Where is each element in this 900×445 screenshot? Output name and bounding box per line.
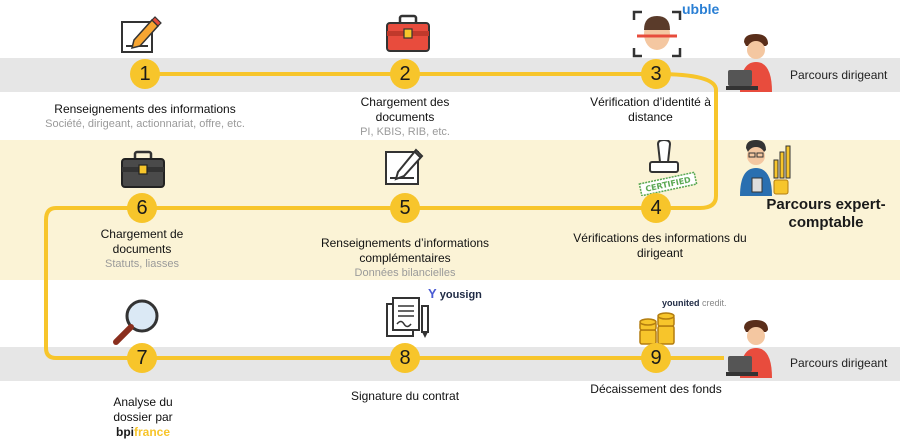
yousign-wordmark: yousign bbox=[439, 289, 482, 301]
step-title: Signature du contrat bbox=[350, 389, 460, 403]
coins-stack-icon bbox=[638, 310, 678, 351]
step-title: Chargement des documents bbox=[360, 95, 450, 124]
younited-logo: younited credit. bbox=[662, 298, 727, 308]
step-number-1: 1 bbox=[130, 59, 160, 89]
step-number-9: 9 bbox=[641, 343, 671, 373]
france-wordmark: france bbox=[133, 425, 171, 439]
bpifrance-logo: bpifrance bbox=[102, 425, 184, 440]
person-laptop-icon bbox=[726, 34, 780, 97]
step-subtitle: Société, dirigeant, actionnariat, offre,… bbox=[45, 118, 245, 130]
step-number-3: 3 bbox=[641, 59, 671, 89]
step-title: Chargement de documents bbox=[100, 227, 184, 256]
person-laptop-icon bbox=[726, 320, 780, 383]
step-subtitle: PI, KBIS, RIB, etc. bbox=[360, 126, 450, 138]
bpi-wordmark: bpi bbox=[115, 425, 134, 439]
yousign-mark: Y bbox=[428, 286, 437, 301]
edit-form-icon bbox=[120, 16, 162, 59]
step-label-8: Signature du contrat bbox=[330, 389, 480, 404]
contract-pen-icon bbox=[385, 296, 431, 345]
step-number-6: 6 bbox=[127, 193, 157, 223]
step-title: Vérification d’identité à distance bbox=[590, 95, 711, 124]
step-label-3: Vérification d’identité à distance bbox=[578, 95, 723, 125]
lane-label-top: Parcours dirigeant bbox=[790, 68, 888, 82]
certified-stamp-icon: CERTIFIED bbox=[636, 138, 698, 201]
step-number-7: 7 bbox=[127, 343, 157, 373]
step-number-8: 8 bbox=[390, 343, 420, 373]
step-title: Renseignements d’informations complément… bbox=[320, 236, 490, 265]
step-label-1: Renseignements des informations Société,… bbox=[25, 102, 265, 132]
edit-form-icon bbox=[384, 146, 426, 191]
toolbox-dark-icon bbox=[120, 150, 166, 195]
step-title: Renseignements des informations bbox=[54, 102, 236, 116]
step-title: Décaissement des fonds bbox=[590, 382, 722, 396]
younited-wordmark: younited bbox=[662, 298, 700, 308]
lane-label-middle: Parcours expert-comptable bbox=[766, 196, 886, 231]
step-subtitle: Données bilancielles bbox=[354, 267, 456, 279]
step-label-9: Décaissement des fonds bbox=[586, 382, 726, 397]
magnifier-icon bbox=[110, 298, 162, 351]
step-label-7: Analyse du dossier par bpifrance bbox=[102, 395, 184, 440]
lane-label-bottom: Parcours dirigeant bbox=[790, 356, 888, 370]
step-number-2: 2 bbox=[390, 59, 420, 89]
step-label-2: Chargement des documents PI, KBIS, RIB, … bbox=[345, 95, 465, 140]
ubble-logo: ubble bbox=[682, 1, 720, 17]
step-label-5: Renseignements d’informations complément… bbox=[310, 236, 500, 281]
accountant-icon bbox=[738, 140, 794, 201]
step-title: Vérifications des informations du dirige… bbox=[573, 231, 747, 260]
step-title: Analyse du dossier par bbox=[113, 395, 173, 424]
step-number-4: 4 bbox=[641, 193, 671, 223]
step-number-5: 5 bbox=[390, 193, 420, 223]
face-scan-icon bbox=[632, 10, 682, 63]
step-label-6: Chargement de documents Statuts, liasses bbox=[92, 227, 192, 272]
step-label-4: Vérifications des informations du dirige… bbox=[572, 231, 748, 261]
yousign-logo: Y yousign bbox=[428, 286, 482, 301]
step-subtitle: Statuts, liasses bbox=[105, 258, 179, 270]
younited-suffix: credit. bbox=[702, 298, 727, 308]
toolbox-red-icon bbox=[385, 14, 431, 59]
